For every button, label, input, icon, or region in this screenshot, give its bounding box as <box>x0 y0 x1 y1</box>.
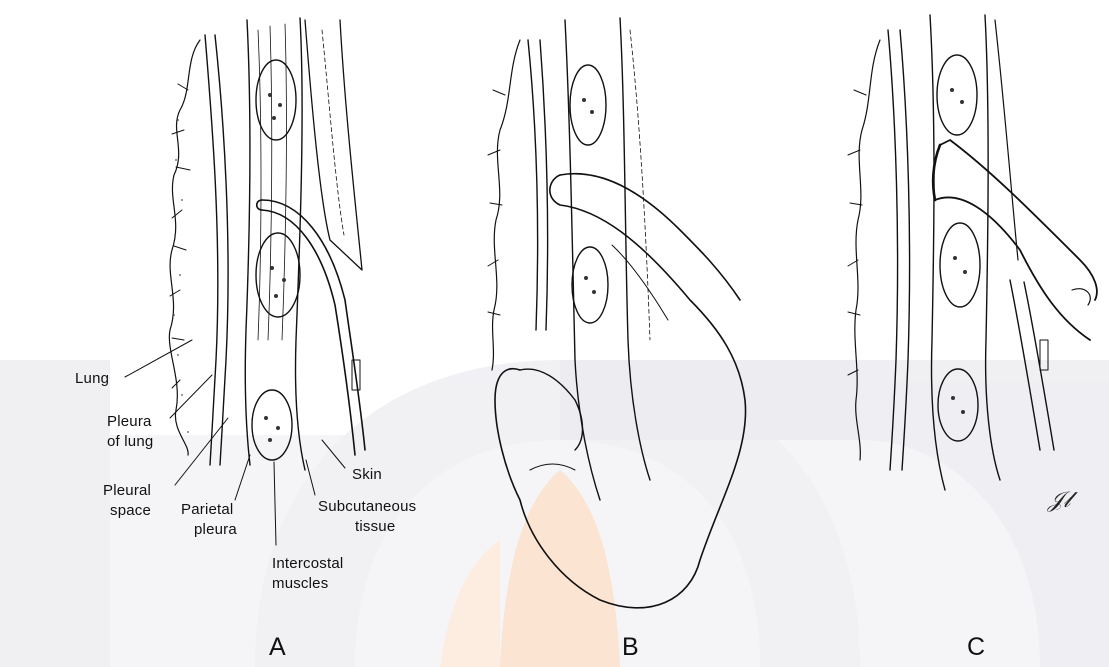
panel-a-drawing <box>169 18 365 470</box>
panel-c-drawing <box>848 15 1097 490</box>
label-skin: Skin <box>352 465 382 485</box>
label-intercostal-muscles-line2: muscles <box>272 574 328 594</box>
panel-b-drawing <box>488 18 746 608</box>
panel-letter-c: C <box>967 633 985 662</box>
label-parietal-pleura-line2: pleura <box>194 520 237 540</box>
label-lung: Lung <box>75 369 109 389</box>
label-pleura-of-lung-line1: Pleura <box>107 412 152 432</box>
label-subcutaneous-tissue-line2: tissue <box>355 517 395 537</box>
panel-letter-b: B <box>622 633 639 662</box>
label-subcutaneous-tissue-line1: Subcutaneous <box>318 497 416 517</box>
label-pleural-space-line2: space <box>110 501 151 521</box>
panel-a-leader-lines <box>125 340 345 545</box>
artist-signature: 𝒥𝓁 <box>1048 488 1070 513</box>
label-pleura-of-lung-line2: of lung <box>107 432 153 452</box>
label-parietal-pleura-line1: Parietal <box>181 500 233 520</box>
label-pleural-space-line1: Pleural <box>103 481 151 501</box>
panel-letter-a: A <box>269 633 286 662</box>
label-intercostal-muscles-line1: Intercostal <box>272 554 343 574</box>
